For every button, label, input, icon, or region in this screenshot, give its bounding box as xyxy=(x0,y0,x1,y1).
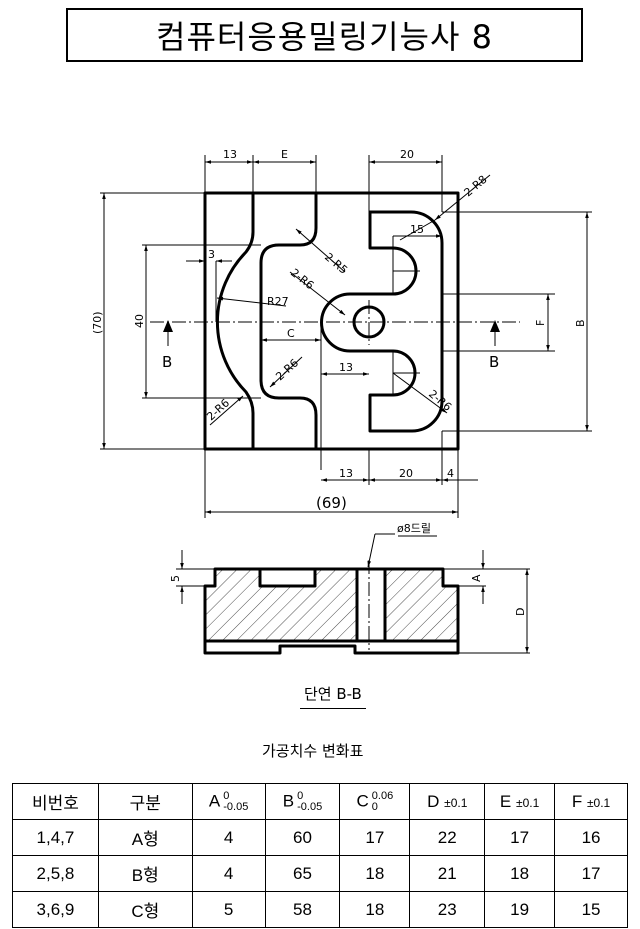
section-label: 단연 B-B xyxy=(300,683,366,709)
header-cell: 구분 xyxy=(97,783,193,820)
section-mark-b-right: B xyxy=(489,353,499,371)
table-cell: 4 xyxy=(191,819,266,856)
drill-note: ø8드릴 xyxy=(397,522,431,535)
dim-2-r5: 2-R5 xyxy=(322,250,350,276)
center-island-profile xyxy=(259,193,318,449)
table-row: 1,4,7 A형 4 60 17 22 17 16 xyxy=(12,819,628,856)
dim-a: A xyxy=(470,574,483,582)
table-cell: 17 xyxy=(554,855,628,892)
table-cell: 4 xyxy=(191,855,266,892)
dim-13-top: 13 xyxy=(223,148,237,161)
table-cell: B형 xyxy=(97,855,193,892)
header-cell: D ±0.1 xyxy=(409,783,486,820)
table-cell: 2,5,8 xyxy=(12,855,99,892)
dim-d: D xyxy=(514,608,527,616)
table-cell: 18 xyxy=(484,855,556,892)
table-cell: A형 xyxy=(97,819,193,856)
table-row: 3,6,9 C형 5 58 18 23 19 15 xyxy=(12,891,628,928)
dim-20-top: 20 xyxy=(400,148,414,161)
dim-40: 40 xyxy=(133,314,146,328)
dim-15: 15 xyxy=(410,223,424,236)
right-slot-profile xyxy=(320,210,444,433)
table-cell: C형 xyxy=(97,891,193,928)
table-cell: 17 xyxy=(339,819,411,856)
dim-2-r6-c: 2-R6 xyxy=(204,396,232,423)
hatch-right xyxy=(385,569,458,640)
dim-13-mid: 13 xyxy=(339,361,353,374)
table-row: 2,5,8 B형 4 65 18 21 18 17 xyxy=(12,855,628,892)
table-cell: 18 xyxy=(339,891,411,928)
table-cell: 3,6,9 xyxy=(12,891,99,928)
dim-70: (70) xyxy=(91,311,104,334)
table-cell: 5 xyxy=(191,891,266,928)
table-cell: 58 xyxy=(264,891,341,928)
title-box: 컴퓨터응용밀링기능사 8 xyxy=(66,8,583,62)
header-cell: F ±0.1 xyxy=(554,783,628,820)
dim-c: C xyxy=(287,327,295,340)
dim-3: 3 xyxy=(208,248,215,261)
table-cell: 17 xyxy=(484,819,556,856)
hatch-left xyxy=(205,569,357,640)
header-cell: E ±0.1 xyxy=(484,783,556,820)
table-cell: 23 xyxy=(409,891,486,928)
dim-20-bottom: 20 xyxy=(399,467,413,480)
drawing-title: 컴퓨터응용밀링기능사 8 xyxy=(156,18,493,56)
table-cell: 15 xyxy=(554,891,628,928)
header-cell: 비번호 xyxy=(12,783,99,820)
table-cell: 22 xyxy=(409,819,486,856)
table-cell: 21 xyxy=(409,855,486,892)
table-cell: 19 xyxy=(484,891,556,928)
dim-13-bottom: 13 xyxy=(339,467,353,480)
dim-5: 5 xyxy=(169,575,182,582)
dim-2-r8: 2-R8 xyxy=(462,173,490,199)
dim-r27: R27 xyxy=(267,295,289,308)
table-cell: 16 xyxy=(554,819,628,856)
section-arrow-right: B xyxy=(489,320,500,371)
dimension-lines xyxy=(100,155,592,518)
dim-f: F xyxy=(534,320,547,326)
dim-b: B xyxy=(574,319,587,327)
top-view: B B 13 E 20 2-R8 15 3 2-R5 2-R6 R27 C 2-… xyxy=(91,148,592,518)
dim-e: E xyxy=(281,148,288,161)
table-cell: 60 xyxy=(264,819,341,856)
table-cell: 1,4,7 xyxy=(12,819,99,856)
table-cell: 65 xyxy=(264,855,341,892)
section-arrow-left: B xyxy=(162,320,173,371)
table-cell: 18 xyxy=(339,855,411,892)
dim-69: (69) xyxy=(316,494,347,512)
section-view: ø8드릴 5 A D xyxy=(169,522,530,655)
section-pocket xyxy=(258,567,317,588)
dim-2-r6-a: 2-R6 xyxy=(288,266,316,292)
plate-outline xyxy=(203,191,460,451)
table-caption: 가공치수 변화표 xyxy=(262,742,364,760)
dim-2-r6-b: 2-R6 xyxy=(273,356,301,383)
section-mark-b-left: B xyxy=(162,353,172,371)
dim-4: 4 xyxy=(447,467,454,480)
